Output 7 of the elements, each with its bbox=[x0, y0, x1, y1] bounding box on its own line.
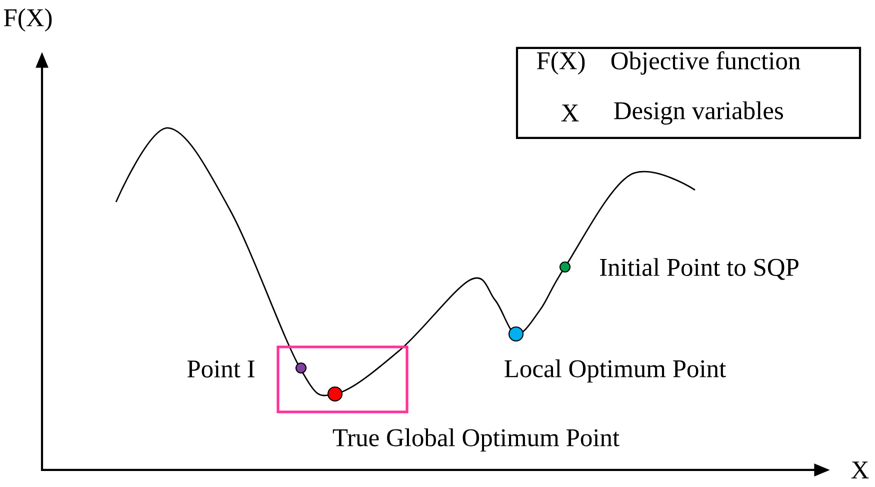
point-label: Point I bbox=[187, 360, 254, 378]
axis-label: F(X) bbox=[4, 8, 52, 32]
legend-box: F(X) Objective function X Design variables bbox=[516, 46, 862, 140]
point-label: Local Optimum Point bbox=[504, 359, 726, 383]
point-label: Initial Point to SQP bbox=[600, 258, 798, 280]
point-label: True Global Optimum Point bbox=[332, 428, 620, 452]
axis-label: X bbox=[851, 462, 869, 478]
